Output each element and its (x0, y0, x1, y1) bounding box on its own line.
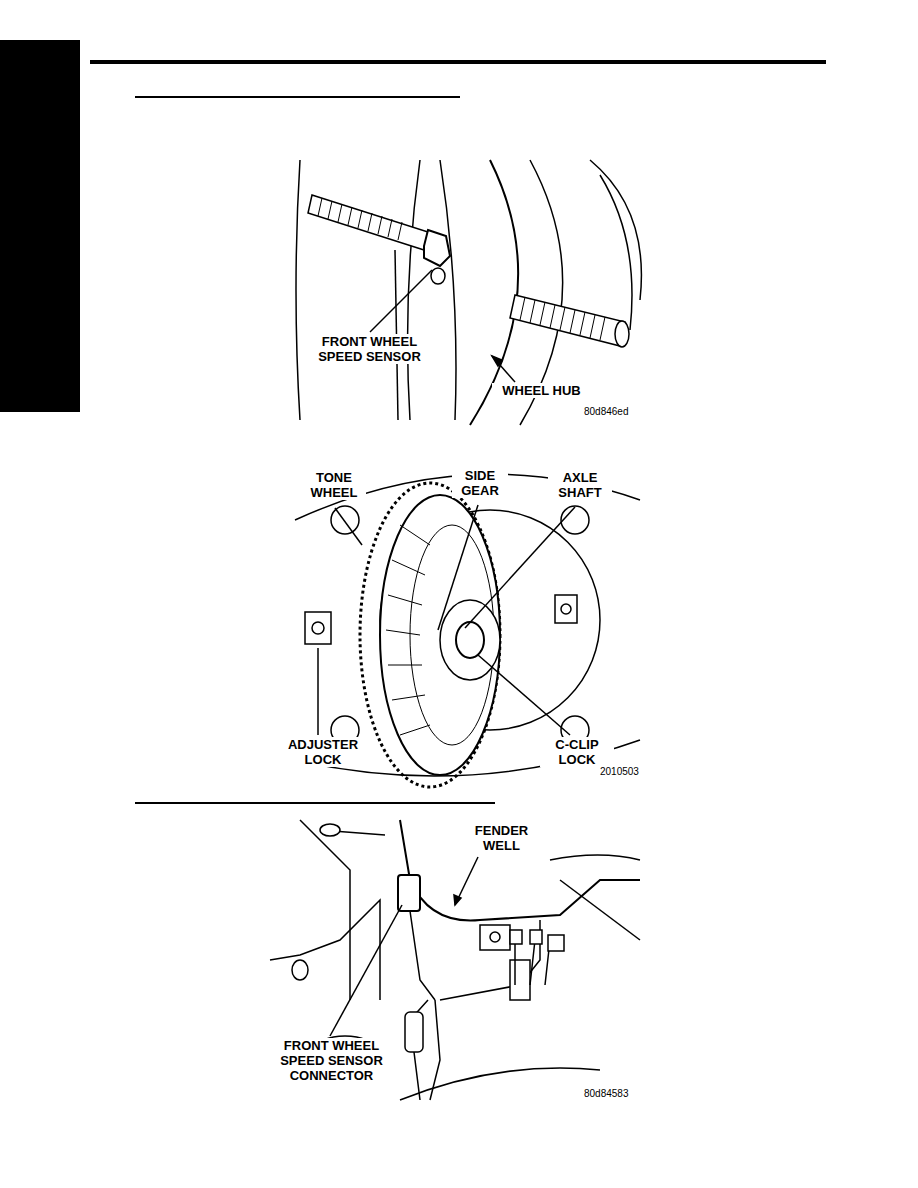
header-rule (90, 60, 826, 64)
part-label: FRONT WHEEL SPEED SENSOR CONNECTOR (262, 1038, 401, 1083)
figure-code: 80d84583 (582, 1088, 646, 1100)
part-label: C-CLIP LOCK (540, 737, 614, 767)
part-label: SIDE GEAR (452, 468, 508, 498)
part-label: AXLE SHAFT (548, 470, 612, 500)
section-rule (135, 802, 495, 804)
section-rule (135, 96, 460, 98)
figure-code: 80d846ed (582, 406, 646, 418)
figure-code: 2010503 (598, 766, 662, 778)
part-label: FENDER WELL (462, 823, 541, 853)
sensor-figure (296, 160, 641, 425)
part-label: TONE WHEEL (302, 470, 366, 500)
part-label: ADJUSTER LOCK (276, 737, 370, 767)
part-label: FRONT WHEEL SPEED SENSOR (300, 334, 439, 364)
part-label: WHEEL HUB (492, 383, 591, 398)
side-tab (0, 40, 80, 412)
